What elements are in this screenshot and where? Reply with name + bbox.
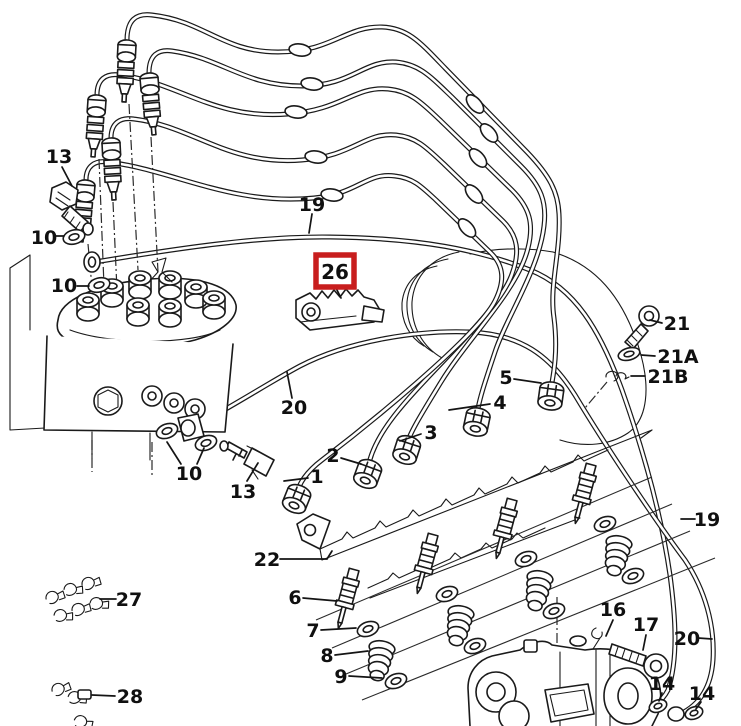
bracket-rail-22b [367,517,581,599]
part-labels: 13 10 10 19 26 20 21 21A 21B 5 4 3 2 1 1… [31,146,720,708]
injector-row-axes [315,476,716,701]
fuel-pump [467,635,662,726]
partial-clip-bottom [71,713,96,726]
part-label-20-left[interactable]: 20 [281,397,307,419]
line-end-nut-5 [536,379,566,413]
pipe-union-fitting-4 [100,136,124,202]
part-label-10-mid[interactable]: 10 [176,463,202,485]
part-label-7[interactable]: 7 [306,620,319,642]
highlight-callout-26[interactable]: 26 [313,252,357,290]
part-label-19-top[interactable]: 19 [299,194,325,216]
part-label-20-right[interactable]: 20 [674,628,700,650]
part-label-9[interactable]: 9 [334,666,347,688]
tube-collars [284,43,499,238]
part-label-13-mid[interactable]: 13 [230,481,256,503]
line-clip-28 [50,680,92,707]
part-label-10-top-b[interactable]: 10 [51,275,77,297]
bracket-rail-22 [296,429,653,561]
part-label-14-b[interactable]: 14 [689,683,715,705]
injector-line-tube-2 [108,116,520,471]
part-label-10-top-a[interactable]: 10 [31,227,57,249]
leader-lines [55,166,713,710]
drain-bolt-13-top [49,181,94,236]
injector-line-tube-4 [146,48,548,419]
banjo-bolt-13-mid [219,440,275,480]
line-clamp-26 [295,288,385,331]
injector-line-tube-5 [124,12,562,391]
part-label-22[interactable]: 22 [254,549,280,571]
part-label-17[interactable]: 17 [633,614,659,636]
part-label-27[interactable]: 27 [116,589,142,611]
bolt-21 [624,305,660,350]
part-label-16[interactable]: 16 [600,599,626,621]
bolt-17 [608,643,669,679]
washer-21a [617,346,641,362]
heat-shield-washers-7 [354,512,619,641]
clip-21b [605,370,630,382]
part-label-2[interactable]: 2 [326,445,339,467]
seal-washers-14 [648,698,704,722]
part-label-6[interactable]: 6 [288,587,301,609]
injector-line-tube-1 [83,159,505,496]
part-label-13-top[interactable]: 13 [46,146,72,168]
pipe-union-fitting-1 [114,38,138,104]
part-label-21[interactable]: 21 [664,313,690,335]
part-label-4[interactable]: 4 [493,392,506,414]
injector-line-tube-3 [94,72,534,447]
part-label-1[interactable]: 1 [310,466,323,488]
line-end-nut-4 [461,404,493,439]
part-label-19-right[interactable]: 19 [694,509,720,531]
part-label-8[interactable]: 8 [320,645,333,667]
banjo-union-line-20 [153,413,275,480]
part-label-21a[interactable]: 21A [657,346,698,368]
fuel-supply-line-19 [92,234,678,715]
line-end-nut-1 [279,480,314,518]
part-label-28[interactable]: 28 [117,686,143,708]
part-label-26[interactable]: 26 [321,260,349,284]
retaining-clip-16 [591,627,603,650]
part-label-21b[interactable]: 21B [648,366,689,388]
part-label-3[interactable]: 3 [424,422,437,444]
injection-pump [9,251,237,461]
part-label-14-a[interactable]: 14 [649,673,675,695]
part-label-5[interactable]: 5 [499,367,512,389]
